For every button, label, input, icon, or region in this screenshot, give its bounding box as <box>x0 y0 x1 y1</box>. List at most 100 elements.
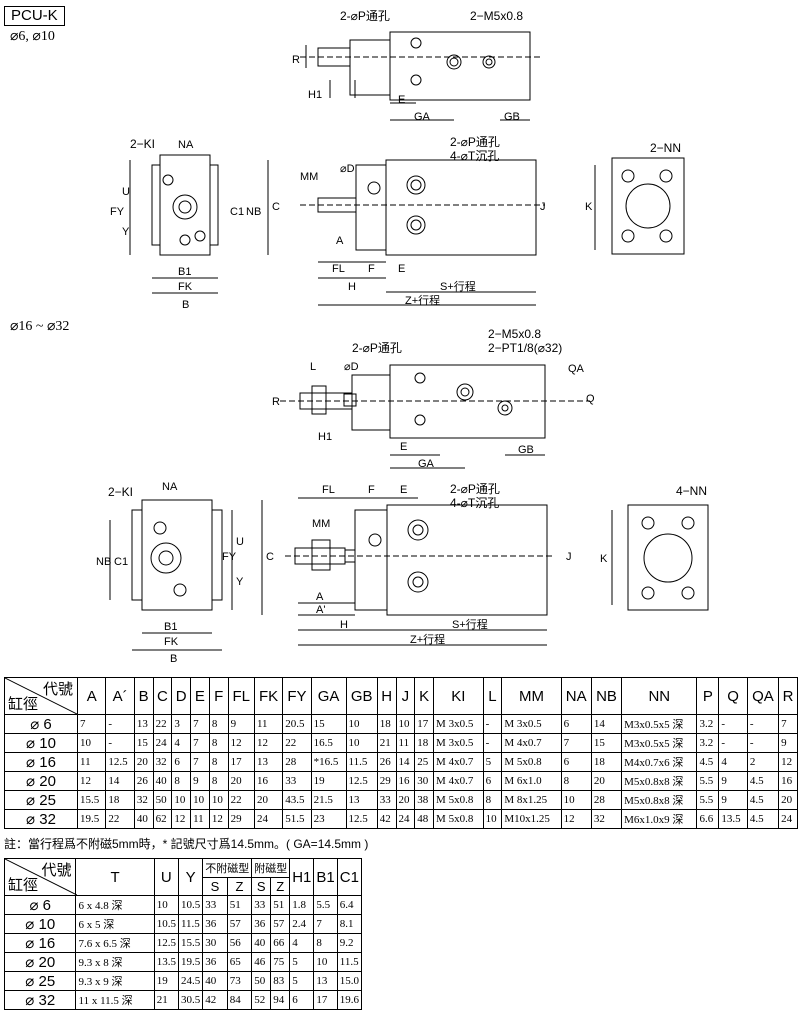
label-s-stroke-large: S+行程 <box>452 618 488 631</box>
table2-cell: 30 <box>202 933 228 953</box>
table1-cell: 29 <box>227 809 255 829</box>
label-r-large: R <box>272 396 280 408</box>
label-a2-large: A' <box>316 604 325 616</box>
table1-cell: M 3x0.5 <box>433 733 484 753</box>
table2-corner: 代號 缸徑 <box>3 858 77 896</box>
table1-cell: - <box>718 733 748 753</box>
table1-header-6: F <box>208 677 229 715</box>
table1-header-4: D <box>171 677 192 715</box>
table1-header-23: QA <box>746 677 780 715</box>
table1-cell: 62 <box>152 809 173 829</box>
table1-cell: - <box>746 733 780 753</box>
label-nb: NB <box>246 206 261 218</box>
table1-cell: 6 <box>171 752 192 772</box>
table2-cell: 12.5 <box>153 933 179 953</box>
table1-cell: 18 <box>105 790 135 810</box>
table1-header-7: FL <box>227 677 255 715</box>
table2-cell: 7 <box>313 914 338 934</box>
table2-cell: 36 <box>251 914 272 934</box>
table1-cell: 3.2 <box>696 714 720 734</box>
table1-corner-bottom: 缸徑 <box>8 696 39 713</box>
table1-cell: M5x0.8x8 深 <box>621 771 698 791</box>
table1-cell: M 4x0.7 <box>433 752 484 772</box>
table1-cell: 18 <box>590 752 623 772</box>
table2-cell: 19 <box>153 971 179 991</box>
label-fk-large: FK <box>164 636 179 648</box>
label-y-large: Y <box>236 576 244 588</box>
model-title: PCU-K <box>4 6 65 26</box>
label-p-hole-top: 2-⌀P通孔 <box>340 9 390 23</box>
table1-header-20: NN <box>621 677 698 715</box>
label-j-large: J <box>566 551 572 563</box>
table1-cell: - <box>746 714 780 734</box>
table1-cell: M 6x1.0 <box>501 771 562 791</box>
label-mm-small: MM <box>300 171 318 183</box>
table1-cell: 10 <box>345 733 378 753</box>
label-c-large: C <box>266 551 274 563</box>
table1-cell: 10 <box>171 790 192 810</box>
table2-corner-bottom: 缸徑 <box>8 877 39 894</box>
table2-cell: 19.6 <box>336 990 363 1010</box>
table1-cell: 16 <box>395 771 416 791</box>
table2-cell: 73 <box>226 971 253 991</box>
table1-header-22: Q <box>718 677 748 715</box>
small-side-view <box>300 159 545 306</box>
table1-cell: *16.5 <box>310 752 347 772</box>
label-p-hole-large-side: 2-⌀P通孔 <box>450 482 500 496</box>
table1-cell: 17 <box>414 714 435 734</box>
table1-cell: 15 <box>133 733 154 753</box>
table1-bore-cell: ⌀ 6 <box>4 714 78 734</box>
table1-cell: 24 <box>253 809 284 829</box>
table1-cell: 15 <box>310 714 347 734</box>
table2-bore-cell: ⌀ 6 <box>3 895 77 915</box>
label-na-large: NA <box>162 481 178 493</box>
label-f-large: F <box>368 484 375 496</box>
table1-header-12: H <box>376 677 397 715</box>
table1-cell: 12.5 <box>345 809 378 829</box>
table2-header-c1: C1 <box>336 858 363 896</box>
table1-cell: 10 <box>482 809 503 829</box>
table1-cell: 26 <box>133 771 154 791</box>
table1-header-2: B <box>133 677 154 715</box>
table1-cell: 12 <box>778 752 798 772</box>
table2-cell: 17 <box>313 990 338 1010</box>
table1-cell: 7 <box>76 714 107 734</box>
table1-cell: - <box>105 733 135 753</box>
table2-cell: 15.0 <box>336 971 363 991</box>
table-note: 註：當行程爲不附磁5mm時，* 記號尺寸爲14.5mm。( GA=14.5mm … <box>4 837 369 851</box>
table1-cell: M 4x0.7 <box>501 733 562 753</box>
table1-cell: 14 <box>395 752 416 772</box>
label-a-large: A <box>316 591 324 603</box>
table2-sub-z1: Z <box>226 876 253 896</box>
label-q-large: Q <box>586 393 595 405</box>
label-h1-top: H1 <box>308 89 322 101</box>
table1-cell: 9 <box>778 733 798 753</box>
table2-header-b1: B1 <box>313 858 338 896</box>
table1-cell: - <box>482 733 503 753</box>
table2-cell: 10.5 <box>177 895 204 915</box>
table2-cell: 2.4 <box>289 914 315 934</box>
table1-cell: M10x1.25 <box>501 809 562 829</box>
table2-cell: 6 x 5 深 <box>75 914 155 934</box>
table1-cell: M3x0.5x5 深 <box>621 733 698 753</box>
label-gb-large: GB <box>518 444 534 456</box>
table1-cell: 29 <box>376 771 397 791</box>
label-pt-large: 2−PT1/8(⌀32) <box>488 341 562 355</box>
label-a-small: A <box>336 235 344 247</box>
table1-cell: 28 <box>282 752 312 772</box>
table1-cell: 4.5 <box>746 771 780 791</box>
table1-cell: 7 <box>190 714 210 734</box>
table2-header-row-1: 代號 缸徑 T U Y 不附磁型 附磁型 H1 B1 C1 <box>3 858 363 896</box>
table2-cell: 9.3 x 8 深 <box>75 952 155 972</box>
table1-cell: 18 <box>414 733 435 753</box>
label-e-large: E <box>400 484 407 496</box>
label-b-large: B <box>170 653 177 665</box>
table1-corner-top: 代號 <box>42 681 73 698</box>
table1-cell: M 8x1.25 <box>501 790 562 810</box>
table2-cell: 65 <box>226 952 253 972</box>
table2-cell: 1.8 <box>289 895 315 915</box>
table1-cell: M5x0.8x8 深 <box>621 790 698 810</box>
